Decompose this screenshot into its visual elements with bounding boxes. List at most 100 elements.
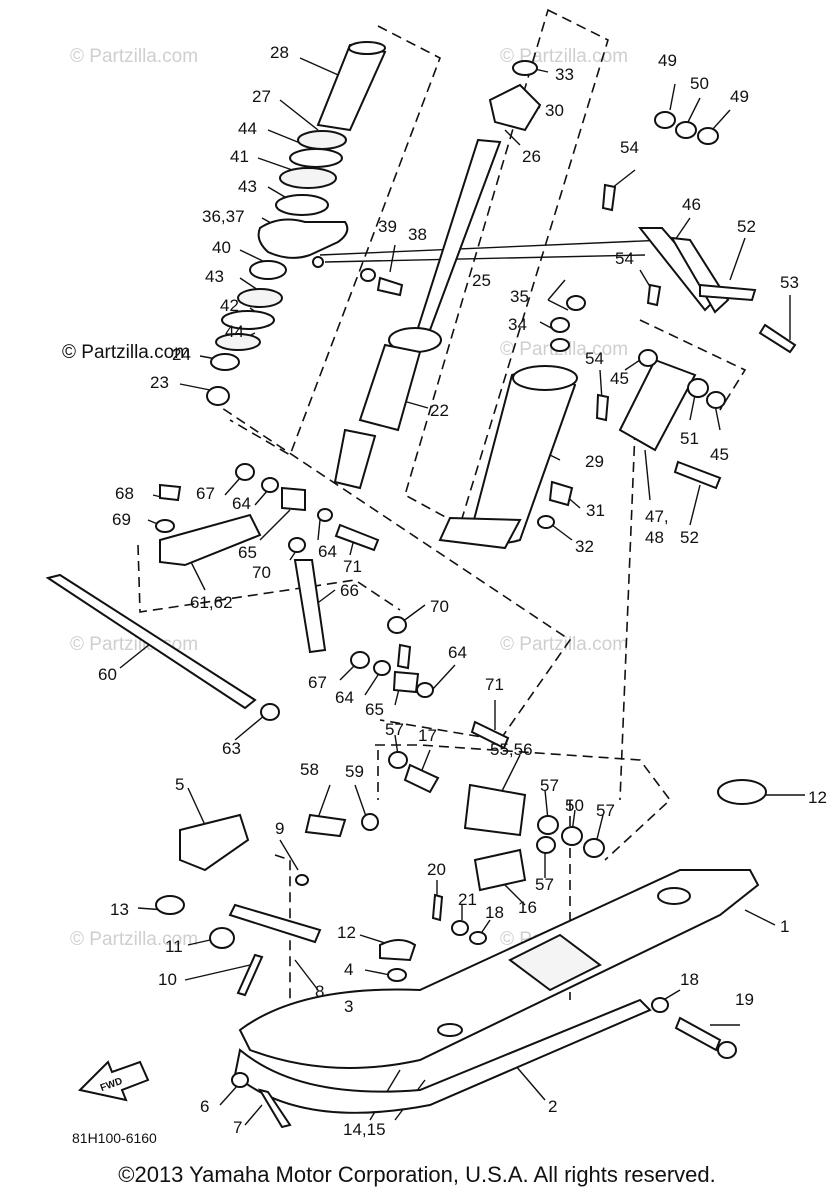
callout-54: 54 — [620, 138, 639, 157]
callout-31: 31 — [586, 501, 605, 520]
callout-47: 47, — [645, 507, 669, 526]
shock-cap-part — [488, 83, 542, 132]
callout-12: 12 — [808, 788, 827, 807]
watermark: © Partzilla.com — [62, 342, 190, 363]
callout-32: 32 — [575, 537, 594, 556]
callout-64: 64 — [232, 494, 251, 513]
callout-5: 5 — [175, 775, 184, 794]
callout-57: 57 — [385, 720, 404, 739]
reservoir-part — [468, 370, 577, 545]
callout-70: 70 — [252, 563, 271, 582]
callout-43: 43 — [238, 177, 257, 196]
callout-71: 71 — [485, 675, 504, 694]
rod-part — [293, 559, 327, 654]
callout-67: 67 — [308, 673, 327, 692]
callout-60: 60 — [98, 665, 117, 684]
callout-68: 68 — [115, 484, 134, 503]
callout-66: 66 — [340, 581, 359, 600]
watermarks: © Partzilla.com © Partzilla.com © Partzi… — [62, 46, 628, 950]
callout-21: 21 — [458, 890, 477, 909]
callout-30: 30 — [545, 101, 564, 120]
callout-65: 65 — [238, 543, 257, 562]
callout-14-15: 14,15 — [343, 1120, 386, 1139]
watermark: © Partzilla.com — [70, 929, 198, 950]
callout-26: 26 — [522, 147, 541, 166]
callout-22: 22 — [430, 401, 449, 420]
callout-54: 54 — [585, 349, 604, 368]
callout-64: 64 — [335, 688, 354, 707]
callout-16: 16 — [518, 898, 537, 917]
callout-42: 42 — [220, 296, 239, 315]
callout-57: 57 — [540, 776, 559, 795]
bracket-group-outline — [639, 319, 747, 411]
callout-52: 52 — [680, 528, 699, 547]
callout-53: 53 — [780, 273, 799, 292]
watermark: © Partzilla.com — [70, 46, 198, 67]
shock-body-part — [358, 343, 422, 432]
callout-35: 35 — [510, 287, 529, 306]
parts-artwork — [45, 41, 797, 1129]
watermark: © Partzilla.com — [500, 634, 628, 655]
callout-67: 67 — [196, 484, 215, 503]
callout-58: 58 — [300, 760, 319, 779]
callout-10: 10 — [158, 970, 177, 989]
spindle-part — [179, 813, 250, 872]
callout-55-56: 55,56 — [490, 740, 533, 759]
callout-54: 54 — [615, 249, 634, 268]
callout-49: 49 — [730, 87, 749, 106]
pivot-block-part — [463, 783, 527, 837]
callout-36-37: 36,37 — [202, 207, 245, 226]
callout-64: 64 — [448, 643, 467, 662]
callout-50: 50 — [565, 796, 584, 815]
callout-51: 51 — [680, 429, 699, 448]
skid-runner-part — [233, 998, 652, 1114]
callout-44: 44 — [238, 119, 257, 138]
callout-11: 11 — [165, 937, 183, 956]
callout-28: 28 — [270, 43, 289, 62]
callout-12: 12 — [337, 923, 356, 942]
callout-4: 4 — [344, 960, 353, 979]
callout-20: 20 — [427, 860, 446, 879]
callout-8: 8 — [315, 982, 324, 1001]
fwd-arrow: FWD — [77, 1060, 150, 1102]
drawing-number: 81H100-6160 — [72, 1130, 157, 1146]
callout-40: 40 — [212, 238, 231, 257]
callout-13: 13 — [110, 900, 129, 919]
arm-part — [159, 513, 262, 567]
callout-2: 2 — [548, 1097, 557, 1116]
callout-34: 34 — [508, 315, 527, 334]
bracket-part — [618, 358, 697, 452]
callout-57: 57 — [596, 801, 615, 820]
callout-27: 27 — [252, 87, 271, 106]
callout-1: 1 — [780, 917, 789, 936]
callout-25: 25 — [472, 271, 491, 290]
callout-18: 18 — [680, 970, 699, 989]
callout-57: 57 — [535, 875, 554, 894]
callout-39: 39 — [378, 217, 397, 236]
callout-61-62: 61,62 — [190, 593, 233, 612]
callout-69: 69 — [112, 510, 131, 529]
callout-41: 41 — [230, 147, 249, 166]
callout-46: 46 — [682, 195, 701, 214]
arm-group-outline — [137, 544, 401, 613]
callout-38: 38 — [408, 225, 427, 244]
callout-45: 45 — [710, 445, 729, 464]
copyright-notice: ©2013 Yamaha Motor Corporation, U.S.A. A… — [118, 1162, 716, 1187]
shaft-part — [45, 573, 257, 710]
callout-49: 49 — [658, 51, 677, 70]
callout-6: 6 — [200, 1097, 209, 1116]
callout-52: 52 — [737, 217, 756, 236]
callout-7: 7 — [233, 1118, 242, 1137]
callout-59: 59 — [345, 762, 364, 781]
callout-29: 29 — [585, 452, 604, 471]
callout-50: 50 — [690, 74, 709, 93]
callout-33: 33 — [555, 65, 574, 84]
callout-19: 19 — [735, 990, 754, 1009]
shock-group-outline — [229, 25, 442, 457]
linkage-group-outline — [209, 399, 572, 741]
callout-24: 24 — [172, 345, 191, 364]
ski-part — [238, 869, 760, 1069]
callout-3: 3 — [344, 997, 353, 1016]
callout-23: 23 — [150, 373, 169, 392]
